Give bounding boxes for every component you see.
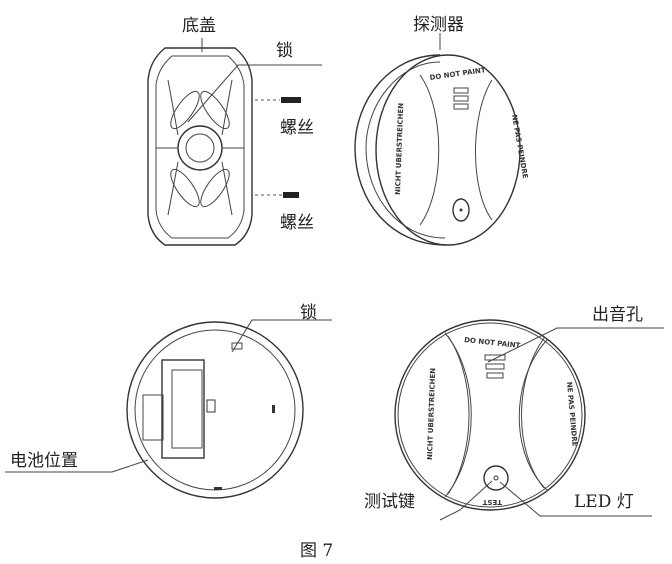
do-not-paint-text: DO NOT PAINT [429, 66, 486, 82]
base-cover-label: 底盖 [182, 16, 216, 36]
screw-label-2: 螺丝 [280, 213, 314, 233]
screw-icon [255, 97, 301, 103]
ne-pas-text: NE PAS PEINDRE [565, 381, 579, 446]
nicht-text: NICHT UBERSTREICHEN [394, 103, 405, 195]
figure-caption: 图 7 [300, 541, 334, 561]
open-detector-drawing [126, 321, 304, 499]
led-light-label: LED 灯 [574, 492, 634, 512]
detector-label: 探测器 [413, 15, 464, 35]
base-plate-drawing [147, 47, 253, 246]
battery-position-label: 电池位置 [10, 451, 78, 471]
lock-label-top: 锁 [276, 41, 293, 61]
detector-front-drawing: DO NOT PAINT NICHT UBERSTREICHEN NE PAS … [394, 319, 586, 511]
nicht-text: NICHT UBERSTREICHEN [426, 368, 437, 460]
lock-label-bottom: 锁 [300, 303, 317, 323]
do-not-paint-text: DO NOT PAINT [464, 336, 521, 350]
detector-side-drawing: DO NOT PAINT NICHT UBERSTREICHEN NE PAS … [354, 54, 529, 246]
screw-icon [255, 192, 299, 198]
test-text: TEST [482, 498, 502, 506]
test-button-label: 测试键 [364, 492, 415, 512]
screw-label-1: 螺丝 [280, 118, 314, 138]
sound-hole-label: 出音孔 [592, 305, 643, 325]
ne-pas-text: NE PAS PEINDRE [510, 114, 529, 179]
